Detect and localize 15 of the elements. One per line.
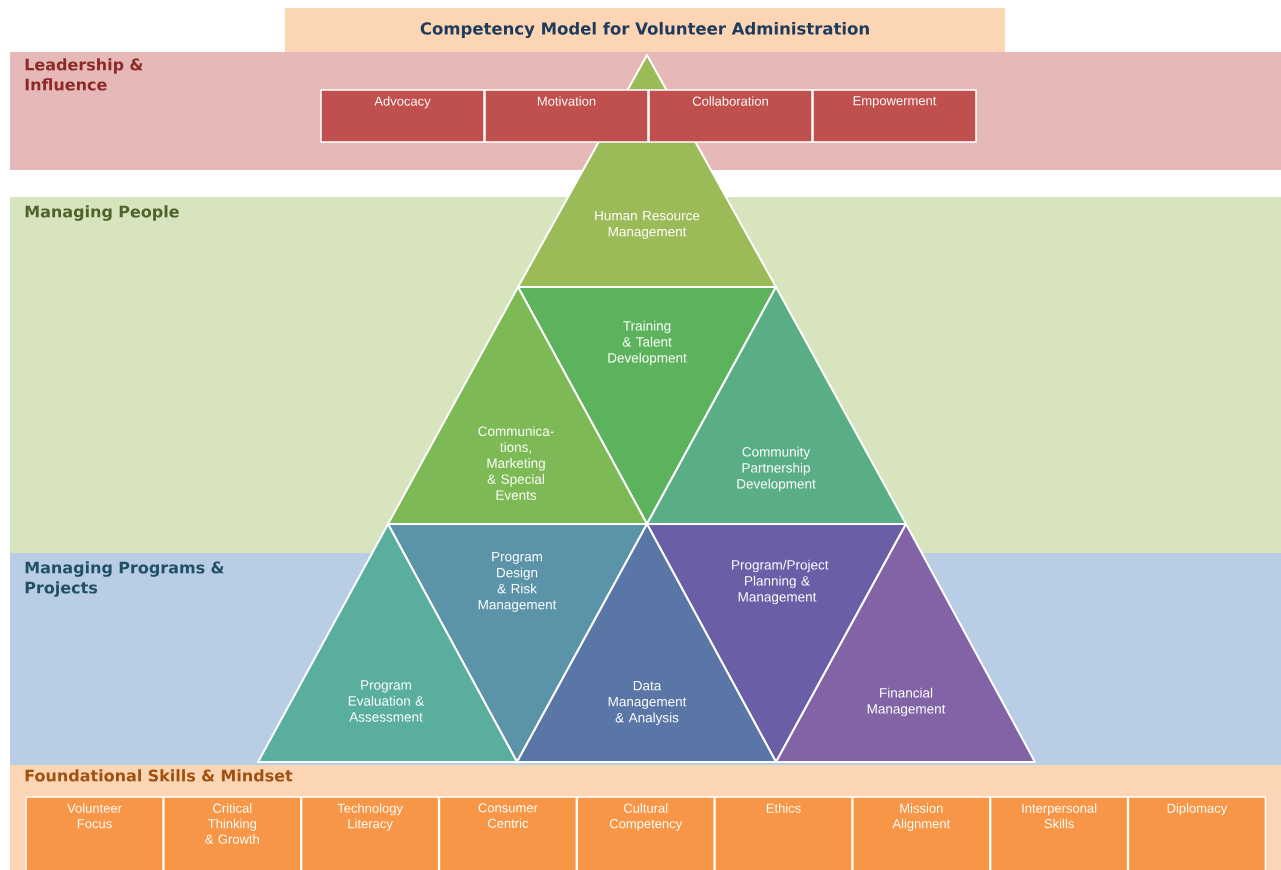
competency-box: Diplomacy (1127, 796, 1267, 870)
competency-box: Volunteer Focus (25, 796, 164, 870)
title-box: Competency Model for Volunteer Administration (285, 8, 1005, 52)
node-label: Mission Alignment (892, 803, 951, 831)
competency-box: Motivation (484, 89, 649, 143)
competency-box: Ethics (714, 796, 853, 870)
competency-box: Critical Thinking & Growth (163, 796, 302, 870)
competency-box: Advocacy (320, 89, 485, 143)
competency-box: Empowerment (812, 89, 977, 143)
competency-box: Interpersonal Skills (989, 796, 1129, 870)
competency-box: Collaboration (648, 89, 813, 143)
competency-box: Cultural Competency (576, 796, 715, 870)
competency-box: Technology Literacy (300, 796, 440, 870)
competency-box: Mission Alignment (852, 796, 991, 870)
competency-box: Consumer Centric (438, 796, 578, 870)
